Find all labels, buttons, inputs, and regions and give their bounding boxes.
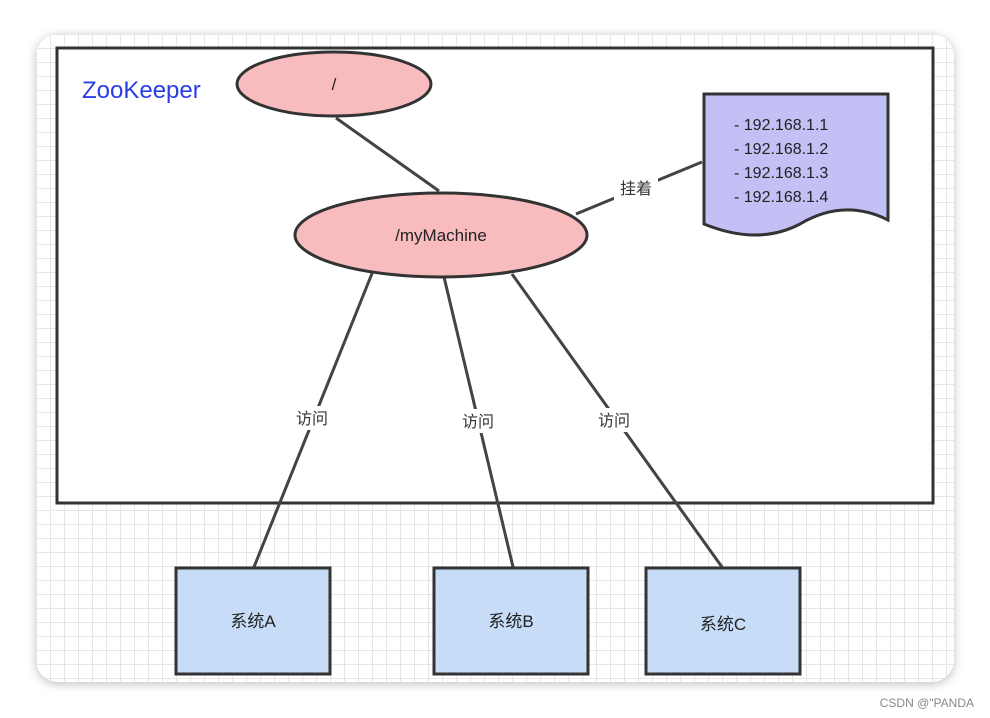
- edge-label-access-b: 访问: [462, 413, 494, 431]
- edge-label-access-c: 访问: [598, 412, 630, 430]
- my-machine-node[interactable]: [293, 191, 589, 279]
- ip-list-document[interactable]: [702, 92, 890, 237]
- ip-list-item: - 192.168.1.1: [734, 117, 828, 134]
- system-b-box[interactable]: [432, 566, 590, 676]
- system-c-box[interactable]: [644, 566, 802, 676]
- zookeeper-title: ZooKeeper: [82, 77, 201, 104]
- edge-label-bg: [592, 408, 636, 432]
- edge-label-access-a: 访问: [296, 410, 328, 428]
- diagram-svg: 挂着 访问 访问 访问 ZooKeeper / /myMachine - 192…: [55, 46, 935, 676]
- system-b-label: 系统B: [488, 612, 533, 631]
- diagram-canvas: 挂着 访问 访问 访问 ZooKeeper / /myMachine - 192…: [36, 34, 954, 682]
- ip-list-item: - 192.168.1.2: [734, 141, 828, 158]
- root-node-label: /: [332, 75, 337, 94]
- system-a-box[interactable]: [174, 566, 332, 676]
- watermark: CSDN @"PANDA: [879, 696, 974, 710]
- edge-root-machine: [335, 116, 440, 193]
- system-c-label: 系统C: [700, 615, 746, 634]
- ip-list-item: - 192.168.1.3: [734, 165, 828, 182]
- edge-label-bg: [290, 406, 334, 430]
- ip-list-item: - 192.168.1.4: [734, 189, 828, 206]
- edge-label-attach: 挂着: [620, 180, 652, 198]
- root-node[interactable]: [235, 50, 433, 118]
- my-machine-node-label: /myMachine: [395, 226, 487, 245]
- system-a-label: 系统A: [230, 612, 276, 631]
- edge-label-bg: [456, 409, 500, 433]
- edge-label-bg: [614, 176, 658, 200]
